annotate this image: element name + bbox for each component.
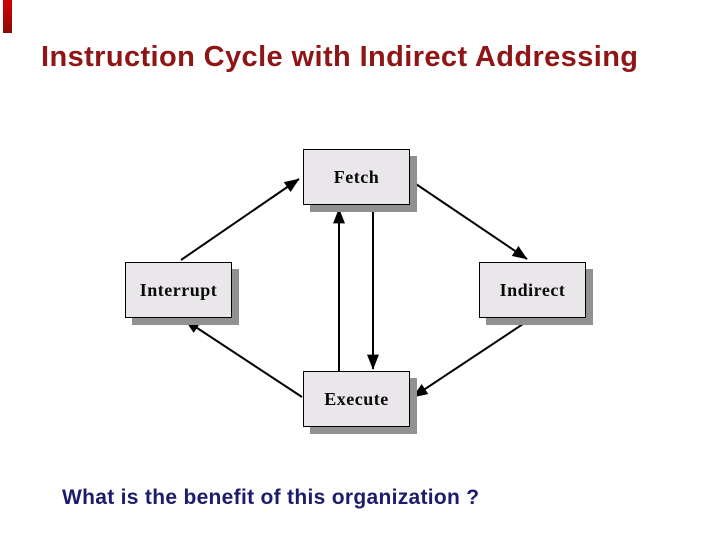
- arrow-indirect-to-execute: [412, 317, 533, 398]
- arrow-fetch-to-indirect: [409, 179, 528, 260]
- arrow-interrupt-to-fetch: [180, 178, 300, 261]
- slide-title: Instruction Cycle with Indirect Addressi…: [41, 41, 639, 73]
- node-execute-label: Execute: [324, 388, 389, 409]
- arrow-execute-to-interrupt: [184, 319, 303, 398]
- node-fetch: Fetch: [303, 149, 410, 205]
- question-text: What is the benefit of this organization…: [62, 486, 480, 509]
- slide-accent-bar: [3, 0, 12, 33]
- node-interrupt: Interrupt: [125, 262, 232, 318]
- node-fetch-label: Fetch: [333, 166, 380, 187]
- node-execute: Execute: [303, 371, 410, 427]
- node-indirect: Indirect: [479, 262, 586, 318]
- node-interrupt-label: Interrupt: [139, 279, 218, 300]
- node-indirect-label: Indirect: [499, 279, 566, 300]
